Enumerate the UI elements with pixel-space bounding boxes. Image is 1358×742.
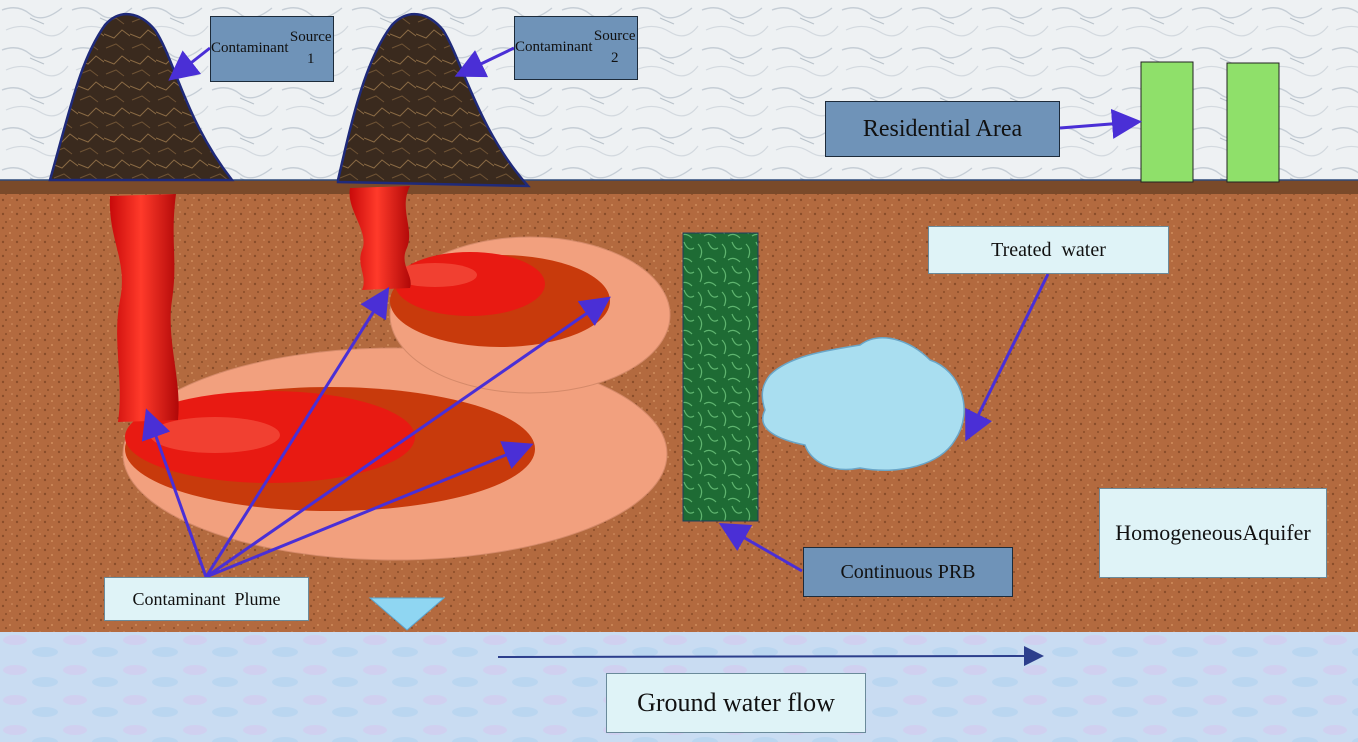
contaminant-plume-1 (122, 347, 668, 561)
source-1-line-2: Source 1 (289, 29, 332, 67)
treated-water (761, 337, 965, 471)
aquifer-line-2: Aquifer (1242, 520, 1311, 546)
contaminant-source-2-mound (336, 12, 531, 188)
aquifer-line-1: Homogeneous (1115, 520, 1243, 546)
contaminant-plume-label: Contaminant Plume (104, 577, 309, 621)
continuous-prb-label: Continuous PRB (803, 547, 1013, 597)
leak-pipe-2 (349, 186, 411, 290)
treated-water-label: Treated water (928, 226, 1169, 274)
continuous-prb (682, 232, 759, 522)
homogeneous-aquifer-label: Homogeneous Aquifer (1099, 488, 1327, 578)
ground-surface-band (0, 180, 1358, 194)
ground-water-flow-label: Ground water flow (606, 673, 866, 733)
residential-building-1 (1140, 61, 1194, 183)
annotation-arrows (141, 46, 1142, 579)
contaminant-source-1-label: Contaminant Source 1 (210, 16, 334, 82)
source-2-line-2: Source 2 (593, 28, 636, 66)
leak-pipe-1 (109, 194, 179, 422)
contaminant-plume-2 (389, 236, 671, 394)
source-2-line-1: Contaminant (515, 39, 593, 56)
water-table-symbol (368, 597, 446, 631)
contaminant-source-2-label: Contaminant Source 2 (514, 16, 638, 80)
residential-area-label: Residential Area (825, 101, 1060, 157)
source-1-line-1: Contaminant (211, 40, 289, 57)
flow-direction-arrow (497, 646, 1044, 667)
residential-building-2 (1226, 62, 1280, 183)
contaminant-source-1-mound (48, 12, 235, 182)
